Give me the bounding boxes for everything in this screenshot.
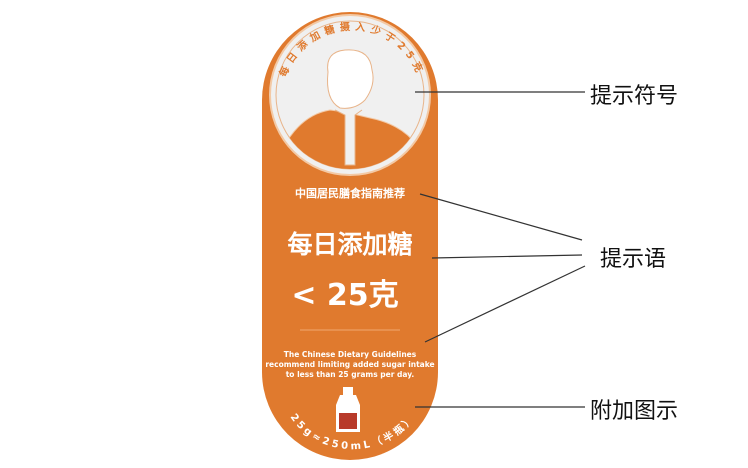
- subtitle: 中国居民膳食指南推荐: [295, 186, 405, 200]
- english-line-2: recommend limiting added sugar intake: [265, 360, 434, 369]
- amount: < 25克: [291, 278, 398, 313]
- callout-message: 提示语: [600, 247, 667, 272]
- english-line-1: The Chinese Dietary Guidelines: [284, 350, 417, 359]
- bottle-icon: [336, 387, 360, 432]
- headline: 每日添加糖: [287, 230, 412, 259]
- english-line-3: to less than 25 grams per day.: [286, 370, 415, 379]
- callout-lines: [415, 91, 586, 408]
- callout-graphic: 附加图示: [590, 399, 679, 424]
- callout-symbol: 提示符号: [590, 84, 679, 109]
